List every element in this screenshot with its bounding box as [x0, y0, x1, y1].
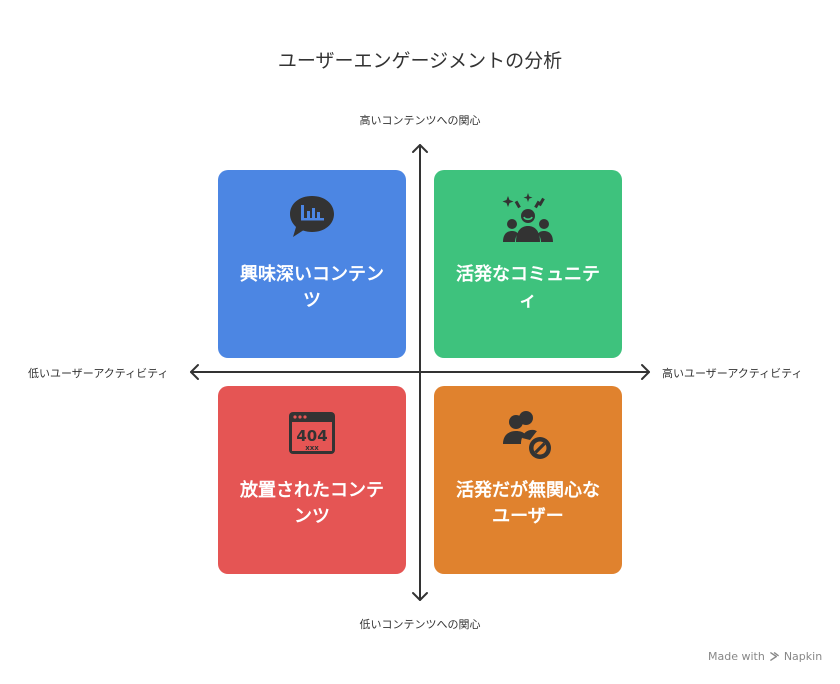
made-with-text: Made with — [708, 650, 765, 663]
quadrant-bottom-left: 404 xxx 放置されたコンテンツ — [218, 386, 406, 574]
quadrant-top-left: 興味深いコンテンツ — [218, 170, 406, 358]
quadrant-top-right: 活発なコミュニティ — [434, 170, 622, 358]
community-sparkle-icon — [502, 193, 553, 242]
arrow-up — [412, 144, 428, 153]
axis-label-top: 高いコンテンツへの関心 — [359, 114, 481, 127]
quadrant-label: 放置されたコンテンツ — [240, 480, 384, 527]
quadrant-label: 活発なコミュニティ — [456, 264, 600, 311]
error-404-icon: 404 xxx — [289, 412, 335, 454]
arrow-down — [412, 592, 428, 601]
users-blocked-icon — [503, 411, 551, 459]
svg-text:xxx: xxx — [305, 444, 319, 452]
quadrant-label: 興味深いコンテンツ — [240, 264, 384, 311]
napkin-credit: Made with Napkin — [708, 650, 822, 663]
axis-label-left: 低いユーザーアクティビティ — [28, 367, 169, 380]
quadrant-bottom-right: 活発だが無関心なユーザー — [434, 386, 622, 574]
page-title: ユーザーエンゲージメントの分析 — [277, 50, 563, 72]
chat-bar-chart-icon — [290, 196, 334, 237]
arrow-left — [190, 364, 199, 380]
napkin-brand-text: Napkin — [783, 650, 823, 663]
napkin-logo-icon — [769, 652, 779, 661]
axis-label-right: 高いユーザーアクティビティ — [662, 367, 803, 380]
svg-text:404: 404 — [296, 427, 327, 445]
arrow-right — [641, 364, 650, 380]
quadrant-label: 活発だが無関心なユーザー — [456, 480, 600, 527]
axis-label-bottom: 低いコンテンツへの関心 — [359, 618, 481, 631]
